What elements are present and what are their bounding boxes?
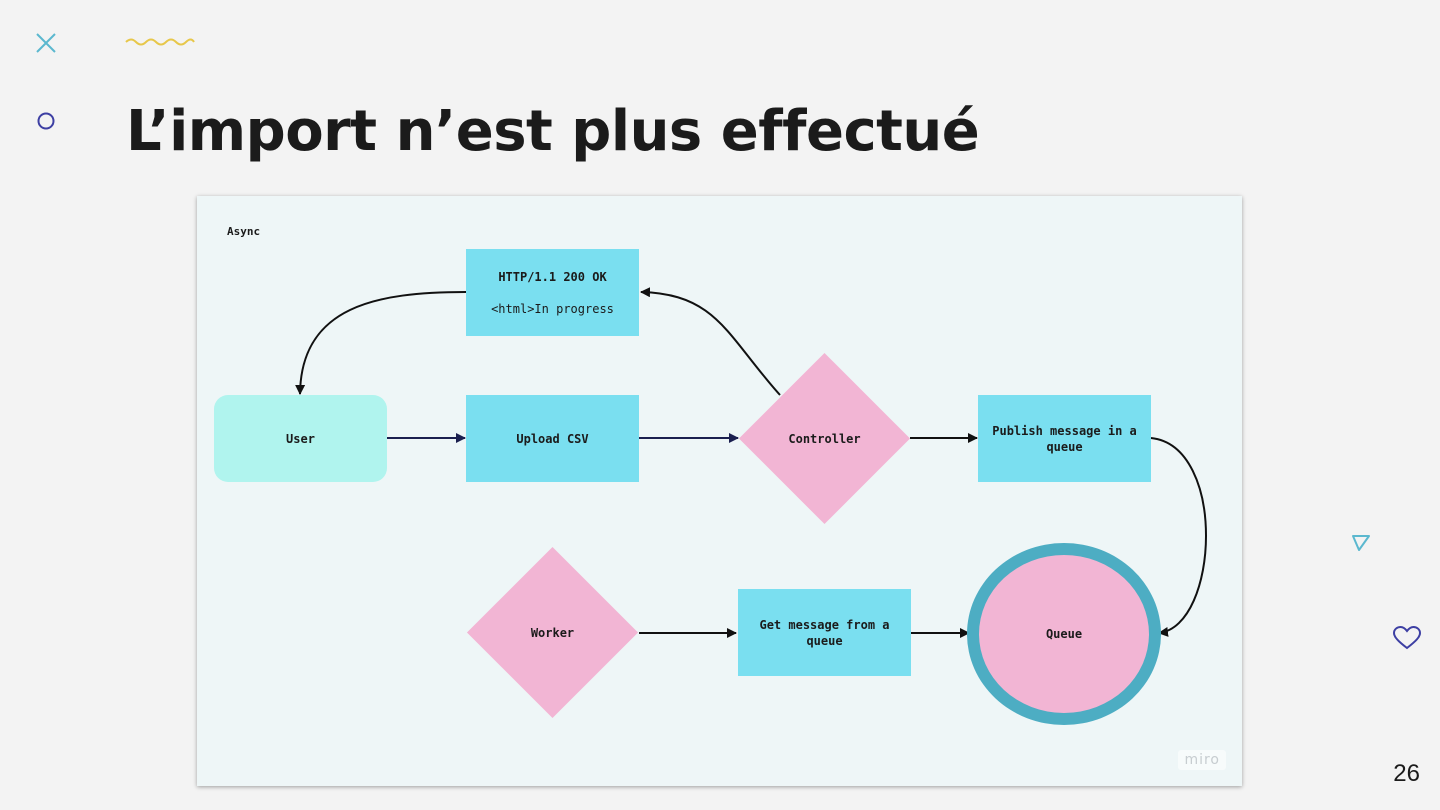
node-controller: Controller xyxy=(738,352,911,525)
node-http-response: HTTP/1.1 200 OK <html>In progress xyxy=(466,249,639,336)
node-get-message: Get message from a queue xyxy=(738,589,911,676)
node-upload-csv: Upload CSV xyxy=(466,395,639,482)
page-number: 26 xyxy=(1393,760,1420,787)
edge-controller-http xyxy=(640,287,781,396)
controller-label: Controller xyxy=(788,431,861,446)
circle-icon xyxy=(37,112,55,130)
slide-title: L’import n’est plus effectué xyxy=(126,99,980,164)
edge-http-user xyxy=(295,291,467,395)
node-publish-message: Publish message in a queue xyxy=(978,395,1151,482)
diagram-connectors xyxy=(295,287,1207,638)
wavy-line-icon xyxy=(125,38,195,46)
diagram-board: Async HTTP/1.1 200 OK <html>In progress xyxy=(197,196,1242,786)
miro-watermark: miro xyxy=(1178,750,1226,770)
heart-icon xyxy=(1392,625,1422,650)
http-status-line: HTTP/1.1 200 OK xyxy=(498,269,607,284)
node-queue: Queue xyxy=(967,543,1161,725)
triangle-icon xyxy=(1352,535,1370,551)
diagram-title: Async xyxy=(227,225,261,238)
edge-publish-queue xyxy=(1150,437,1207,637)
worker-label: Worker xyxy=(530,625,575,640)
http-body-text: <html>In progress xyxy=(491,301,614,316)
close-x-icon xyxy=(36,33,56,53)
node-user: User xyxy=(214,395,387,482)
node-worker: Worker xyxy=(466,546,639,719)
